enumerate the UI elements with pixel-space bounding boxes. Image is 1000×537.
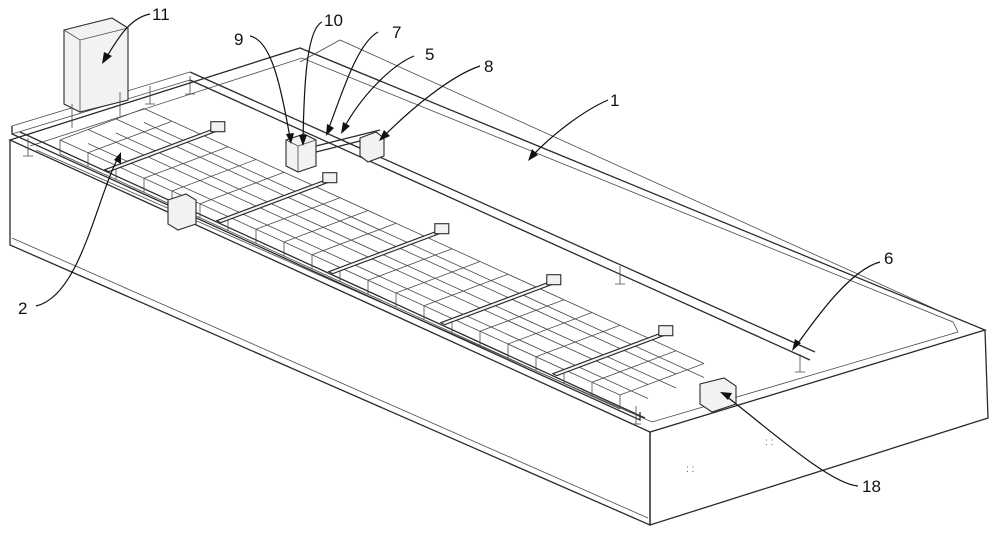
label-8: 8: [484, 57, 493, 76]
cage-divider: [283, 210, 369, 243]
label-2: 2: [18, 299, 27, 318]
svg-text:: :: : :: [765, 437, 773, 448]
svg-text:: :: : :: [686, 464, 694, 475]
beam-end-carriage: [210, 121, 226, 133]
support-post: [615, 266, 625, 285]
cage-divider: [619, 363, 705, 396]
cross-beams: [23, 76, 805, 425]
label-7: 7: [392, 23, 401, 42]
support-post: [185, 76, 195, 95]
cage-bottom-line: [87, 143, 649, 399]
support-post: [795, 354, 805, 373]
label-9: 9: [234, 30, 243, 49]
tank: : : : :: [8, 39, 989, 526]
cage-divider: [423, 273, 509, 307]
cage-divider: [367, 248, 453, 281]
cage-divider: [59, 108, 145, 141]
label-11: 11: [152, 5, 170, 24]
control-cabinet: [63, 17, 129, 128]
leader-lines: [35, 13, 881, 487]
beam-end-carriage: [546, 274, 562, 286]
label-10: 10: [324, 11, 343, 30]
cage-bottom-line: [143, 122, 705, 378]
label-1: 1: [610, 91, 619, 110]
cage-divider: [199, 171, 285, 205]
cage-divider: [143, 146, 229, 179]
support-post: [631, 406, 641, 425]
cage-divider: [87, 120, 173, 154]
support-post: [145, 86, 155, 105]
beam-end-carriage: [322, 172, 338, 184]
cage-divider: [535, 324, 621, 358]
cage-divider: [171, 159, 257, 192]
beam-end-carriage: [658, 325, 674, 337]
cage-divider: [311, 222, 397, 256]
cage-bottom-line: [115, 132, 677, 389]
reference-numerals: 11 10 9 7 5 8 1 2 6 18: [18, 5, 893, 496]
label-18: 18: [862, 477, 881, 496]
cage-divider: [479, 299, 565, 332]
cage-bottom-line: [59, 153, 621, 410]
beam-end-carriage: [434, 223, 450, 235]
cage-divider: [395, 261, 481, 294]
label-6: 6: [884, 249, 893, 268]
cage-divider: [255, 197, 341, 230]
main-trolley: [167, 129, 737, 413]
cage-divider: [507, 312, 593, 345]
cage-divider: [591, 350, 677, 383]
rail-track: [11, 71, 816, 422]
support-post: [23, 138, 33, 157]
label-5: 5: [425, 45, 434, 64]
